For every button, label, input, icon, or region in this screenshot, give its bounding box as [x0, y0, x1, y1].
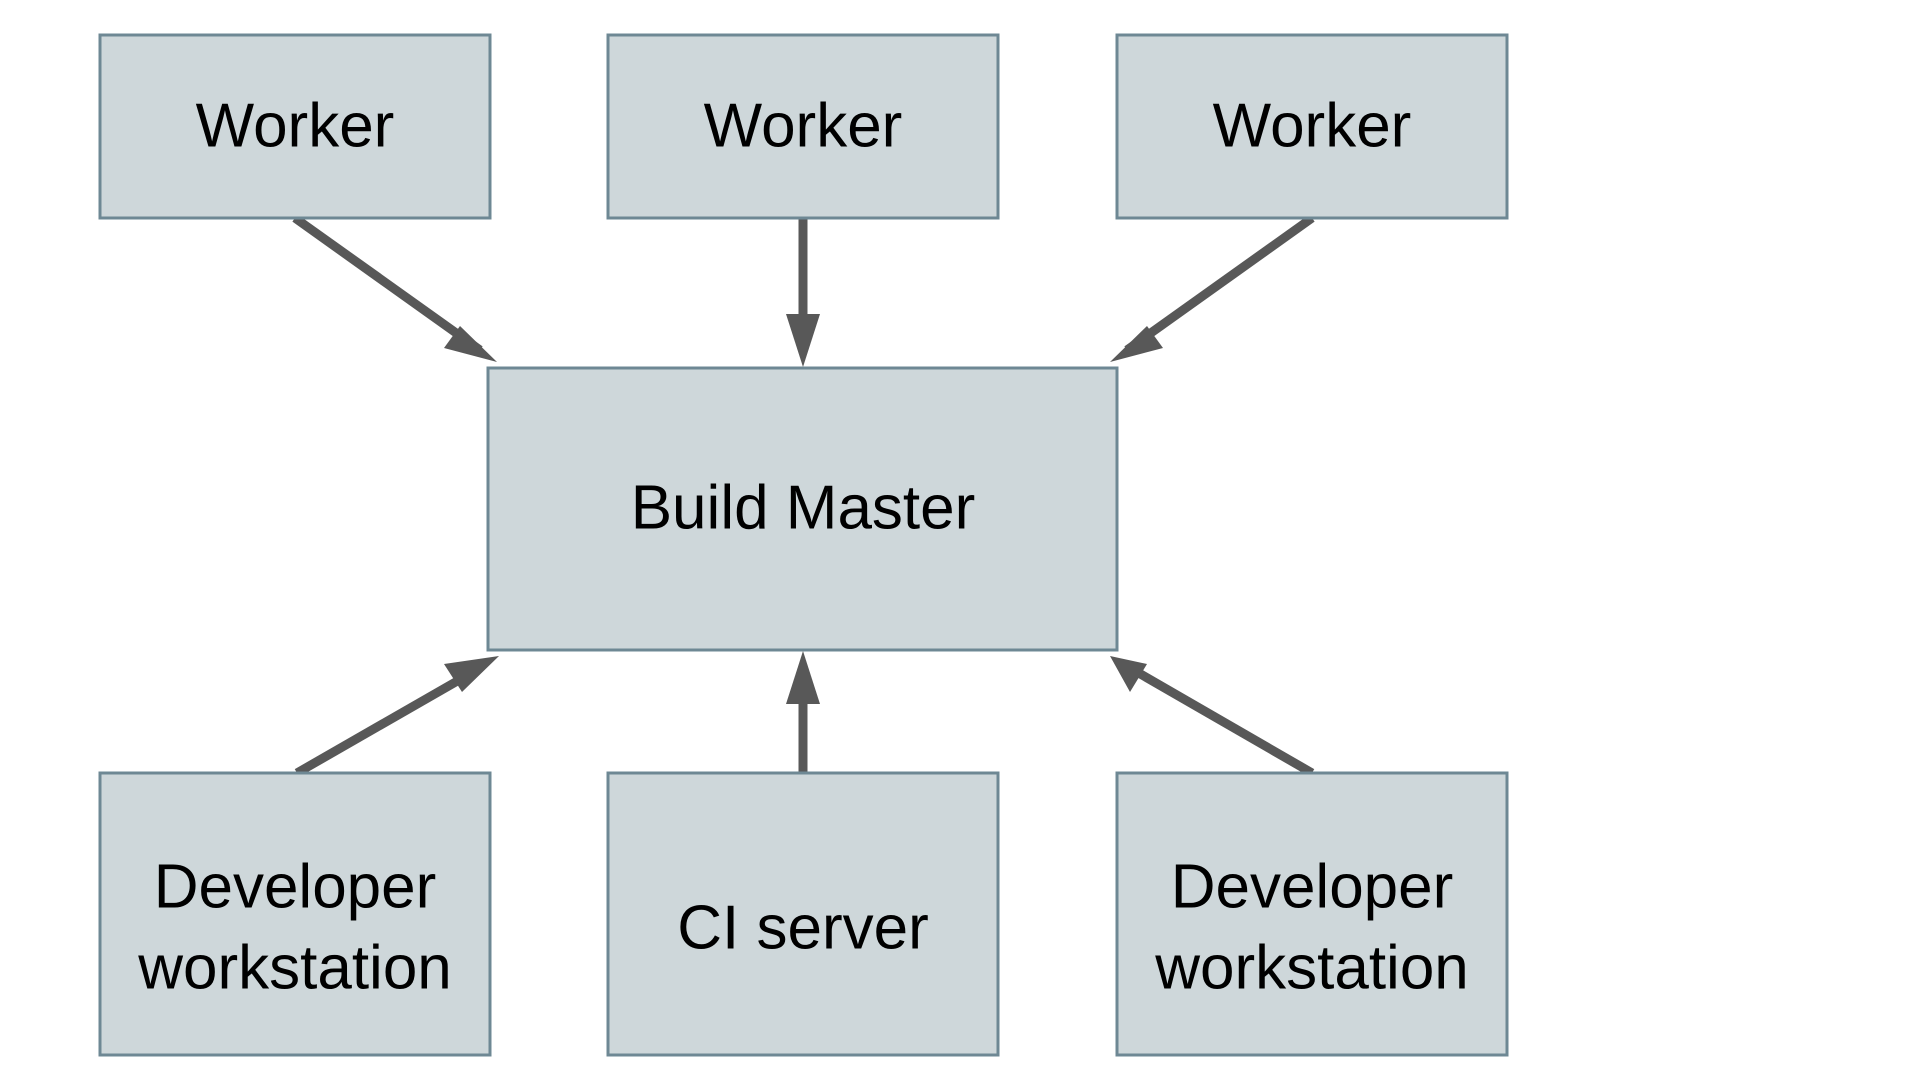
- node-dev-workstation-2-box[interactable]: [1115, 771, 1509, 1057]
- node-worker-2-label: Worker: [704, 91, 903, 160]
- node-ci-server-box[interactable]: [606, 771, 1000, 1057]
- node-build-master-box[interactable]: [486, 366, 1119, 652]
- node-ci-server[interactable]: CI server: [606, 771, 1000, 1057]
- edge-worker3-arrowhead: [1110, 326, 1163, 362]
- node-worker-2-box[interactable]: [606, 33, 1000, 220]
- edge-worker2-arrowhead: [786, 314, 820, 367]
- node-worker-2[interactable]: Worker: [606, 33, 1000, 220]
- node-worker-1-box[interactable]: [98, 33, 492, 220]
- edge-dev2-arrowhead: [1110, 656, 1147, 692]
- node-dev-workstation-1-label-line2: workstation: [137, 933, 452, 1002]
- node-worker-1-label: Worker: [196, 91, 395, 160]
- node-dev-workstation-2[interactable]: Developer workstation: [1115, 771, 1509, 1057]
- edge-worker2-to-master: [786, 218, 820, 367]
- node-dev-workstation-2-label-line1: Developer: [1171, 852, 1454, 921]
- node-dev-workstation-1-label-line1: Developer: [154, 852, 437, 921]
- node-build-master[interactable]: Build Master: [486, 366, 1119, 652]
- node-dev-workstation-1[interactable]: Developer workstation: [98, 771, 492, 1057]
- node-worker-3[interactable]: Worker: [1115, 33, 1509, 220]
- edge-ci-to-master: [786, 651, 820, 773]
- edge-dev2-to-master: [1110, 656, 1315, 777]
- edge-worker3-line: [1124, 214, 1315, 354]
- edge-dev1-arrowhead: [444, 656, 499, 692]
- node-ci-server-label: CI server: [677, 893, 928, 962]
- edge-worker1-line: [292, 214, 483, 354]
- edge-ci-arrowhead: [786, 651, 820, 704]
- node-worker-3-box[interactable]: [1115, 33, 1509, 220]
- node-build-master-label: Build Master: [631, 473, 976, 542]
- node-worker-3-label: Worker: [1213, 91, 1412, 160]
- edge-worker1-arrowhead: [444, 326, 497, 362]
- edge-worker1-to-master: [292, 214, 497, 362]
- node-dev-workstation-1-box[interactable]: [98, 771, 492, 1057]
- edge-worker3-to-master: [1110, 214, 1315, 362]
- node-dev-workstation-2-label-line2: workstation: [1154, 933, 1469, 1002]
- edge-dev2-line: [1127, 664, 1315, 777]
- node-worker-1[interactable]: Worker: [98, 33, 492, 220]
- edge-dev1-line: [294, 664, 483, 777]
- edge-dev1-to-master: [294, 656, 499, 777]
